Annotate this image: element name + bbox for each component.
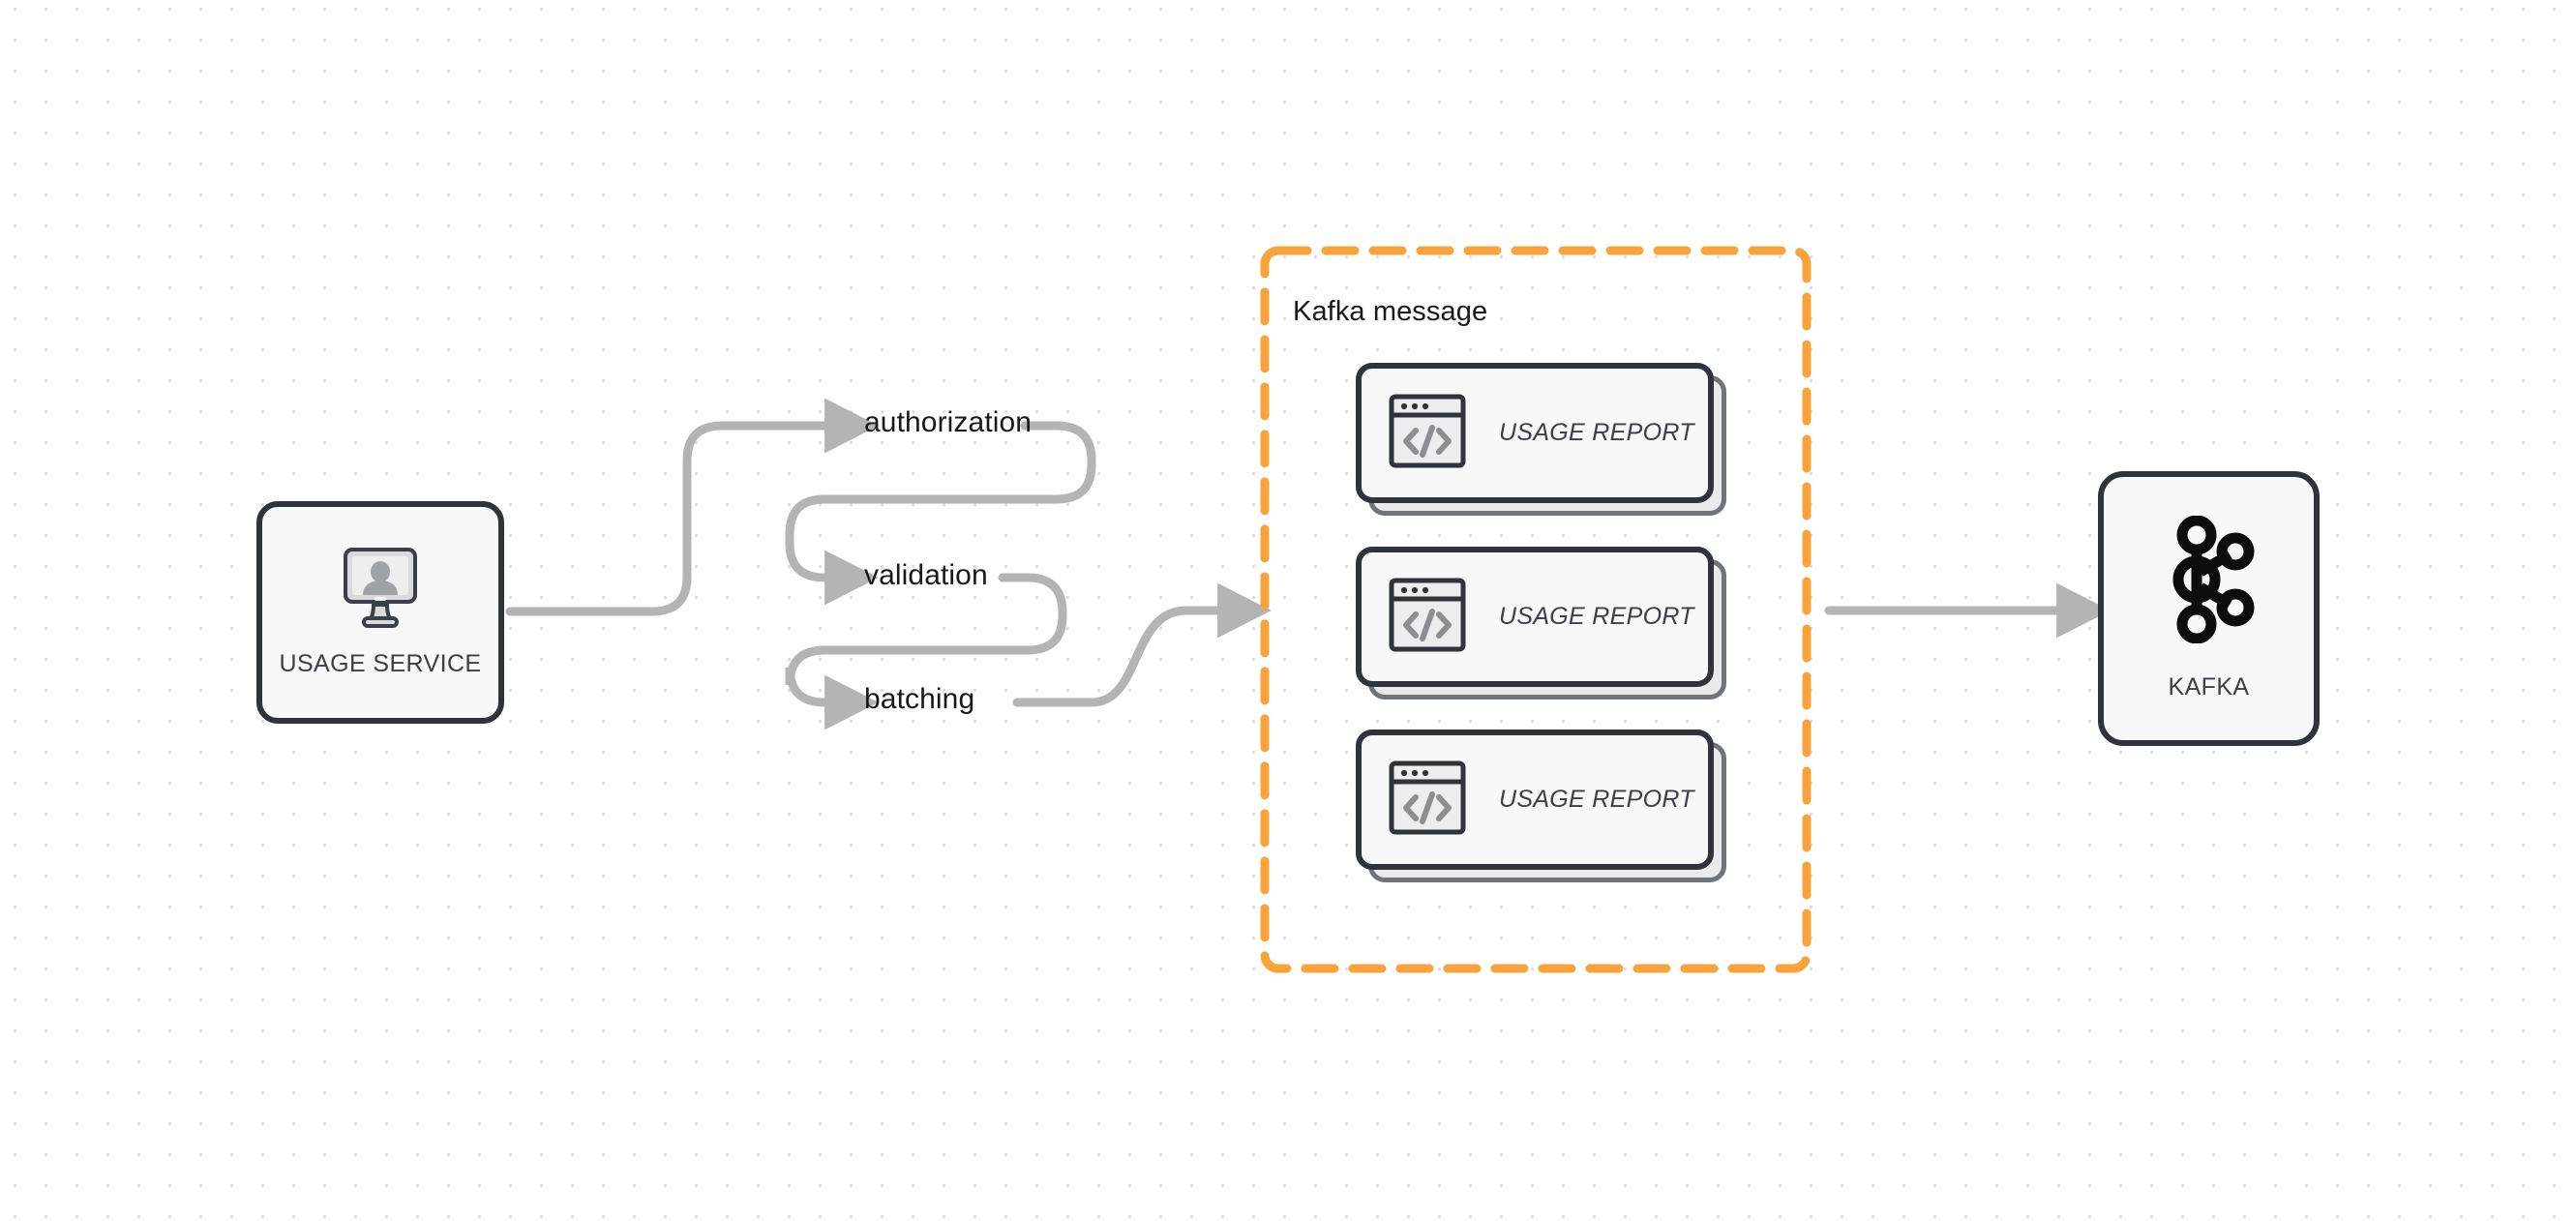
usage-report-card-label: USAGE REPORT (1499, 603, 1694, 630)
kafka-logo-icon (2162, 515, 2257, 648)
usage-report-card-front-layer: USAGE REPORT (1356, 547, 1714, 687)
usage-report-card[interactable]: USAGE REPORT (1356, 363, 1726, 516)
usage-report-card[interactable]: USAGE REPORT (1356, 730, 1726, 882)
edge-usage-service-to-authorization (505, 398, 879, 616)
node-kafka-label: KAFKA (2168, 673, 2250, 700)
monitor-user-icon (334, 547, 427, 633)
node-usage-service-label: USAGE SERVICE (279, 650, 482, 677)
edge-batching-to-kafka-message (1012, 582, 1272, 707)
code-window-icon (1389, 578, 1466, 657)
step-label-validation: validation (864, 559, 988, 591)
node-kafka[interactable]: KAFKA (2098, 471, 2320, 746)
group-dashed-border (1260, 246, 1812, 973)
usage-report-card-front-layer: USAGE REPORT (1356, 363, 1714, 503)
step-label-batching: batching (864, 683, 975, 715)
usage-report-card-label: USAGE REPORT (1499, 419, 1694, 446)
edge-authorization-to-validation (785, 421, 1096, 606)
group-kafka-message-title: Kafka message (1293, 296, 1488, 327)
group-kafka-message[interactable]: Kafka message USAGE REP (1260, 246, 1812, 973)
usage-report-card[interactable]: USAGE REPORT (1356, 547, 1726, 700)
code-window-icon (1389, 394, 1466, 473)
usage-report-card-front-layer: USAGE REPORT (1356, 730, 1714, 870)
usage-report-card-label: USAGE REPORT (1499, 786, 1694, 813)
step-label-authorization: authorization (864, 406, 1033, 438)
node-usage-service[interactable]: USAGE SERVICE (256, 501, 504, 724)
code-window-icon (1389, 760, 1466, 840)
